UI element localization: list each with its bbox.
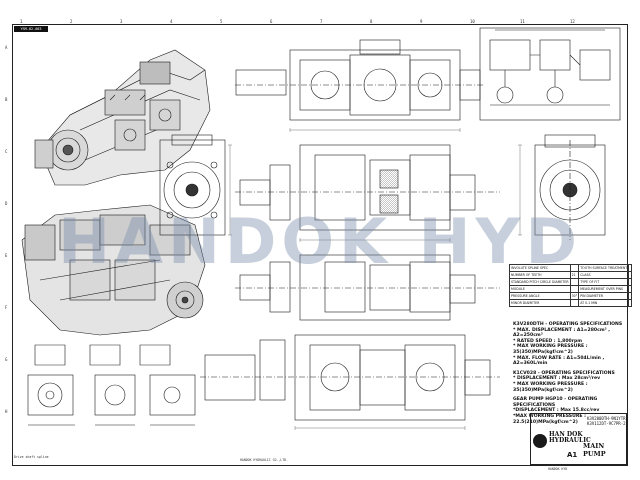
zone-marker-side: F [5,305,8,310]
spline-row: MINOR DIAMETER AT 0.1 MIN [509,299,633,307]
company-line-1: HAN DOK [549,431,583,438]
spline-cell: TOOTH SURFACE TREATMENT [578,264,630,272]
spec-heading: GEAR PUMP HGP10 - OPERATING SPECIFICATIO… [513,397,598,408]
operating-specifications: K3V280DTH - OPERATING SPECIFICATIONS* MA… [513,322,623,425]
spline-cell [628,292,633,300]
right-end-view [534,134,606,240]
spline-cell [628,271,633,279]
bottom-center-note: HANDOK HYDRAULIC CO.,LTD. [240,458,288,462]
isometric-view-bottom [21,204,206,336]
spline-cell: PRESSURE ANGLE [509,292,571,300]
zone-marker-side: D [5,201,8,206]
zone-marker-top: 12 [570,19,575,24]
drawing-id: YSM-02-003 [20,27,42,31]
spec-heading: K3V280DTH - OPERATING SPECIFICATIONS [513,322,623,327]
spec-line: * MAX. DISPLACEMENT : A1=280cm³ , A2=250… [513,327,610,339]
spline-cell [569,264,580,272]
spline-cell [628,278,633,286]
company-line-2: HYDRAULIC [549,437,591,444]
spline-cell: MODULE [509,285,571,293]
spline-cell: INVOLUTE SPLINE SPEC [509,264,571,272]
spline-cell [628,299,633,307]
spline-cell: PIN DIAMETER [578,292,630,300]
front-view-left [159,134,226,236]
spec-line: * DISPLACEMENT : Max 28cm³/rev [513,376,601,382]
spline-cell: 21 [569,271,580,279]
spline-cell: STANDARD PITCH CIRCLE DIAMETER [509,278,571,286]
spline-cell [628,264,633,272]
bottom-view [200,334,500,421]
code-line-1: K3V280DTH-9N1YTR [587,416,626,421]
zone-marker-top: 7 [320,19,323,24]
spec-line: * RATED SPEED : 1,800rpm [513,338,583,344]
zone-marker-side: A [5,45,8,50]
dimension-lines [228,128,522,430]
zone-marker-side: H [5,409,8,414]
zone-marker-top: 1 [20,19,23,24]
company-logo-icon [533,434,547,448]
detail-views [27,344,196,426]
spline-cell: MINOR DIAMETER [509,299,571,307]
spline-row: STANDARD PITCH CIRCLE DIAMETER TYPE OF FI… [509,278,633,286]
spline-cell [569,285,580,293]
drawing-id-tag: YSM-02-003 [14,26,48,32]
top-plan-view [235,39,485,121]
spec-line: * MAX WORKING PRESSURE : 35(350)MPa(kgf/… [513,381,588,393]
spline-row: MODULE MEASUREMENT OVER PINS [509,285,633,293]
main-side-view [235,144,500,231]
drawing-title: MAIN PUMP [583,442,606,458]
spline-cell: NUMBER OF TEETH [509,271,571,279]
spline-cell: 30° [569,292,580,300]
spec-line: *DISPLACEMENT : Max 15.8cc/rev [513,408,600,414]
isometric-view-top [34,49,211,186]
spline-cell: MEASUREMENT OVER PINS [578,285,630,293]
title-block: K3V280DTH-9N1YTR K3V112DT-9C7PR-2 HAN DO… [530,413,627,465]
zone-marker-top: 8 [370,19,373,24]
zone-marker-top: 6 [270,19,273,24]
part-codes: K3V280DTH-9N1YTR K3V112DT-9C7PR-2 [587,416,626,426]
zone-marker-side: E [5,253,8,258]
sheet-size: A1 [567,451,578,459]
zone-marker-top: 5 [220,19,223,24]
bottom-right-note: HANDOK HYD [548,467,568,471]
spline-cell [569,299,580,307]
spline-row: INVOLUTE SPLINE SPEC TOOTH SURFACE TREATM… [509,264,633,272]
spec-line: * MAX WORKING PRESSURE : 35(350)MPa(kgf/… [513,344,588,355]
lower-side-view [235,254,500,321]
spec-heading: K1CV028 - OPERATING SPECIFICATIONS [513,370,615,376]
spline-cell: TYPE OF FIT [578,278,630,286]
zone-marker-side: B [5,97,8,102]
spline-table: INVOLUTE SPLINE SPEC TOOTH SURFACE TREATM… [509,264,633,307]
spec-line: *MAX WORKING PRESSURE : 22.5(210)MPa(kgf… [513,413,586,425]
company-name: HAN DOK HYDRAULIC [549,432,591,444]
zone-marker-top: 4 [170,19,173,24]
zone-marker-side: G [5,357,8,362]
spline-cell: AT 0.1 MIN [578,299,630,307]
spline-cell: CLASS [578,271,630,279]
spline-cell [628,285,633,293]
zone-marker-top: 10 [470,19,475,24]
zone-marker-top: 9 [420,19,423,24]
spec-line: * MAX. FLOW RATE : A1=504L/min , A2=360L… [513,355,605,367]
hydraulic-circuit [479,27,621,121]
zone-marker-top: 3 [120,19,123,24]
code-line-2: K3V112DT-9C7PR-2 [587,420,626,426]
zone-marker-top: 2 [70,19,73,24]
zone-marker-side: C [5,149,8,154]
bottom-left-note: Drive shaft spline [14,455,49,459]
drawing-frame [12,24,628,466]
zone-marker-top: 11 [520,19,525,24]
spline-cell [569,278,580,286]
